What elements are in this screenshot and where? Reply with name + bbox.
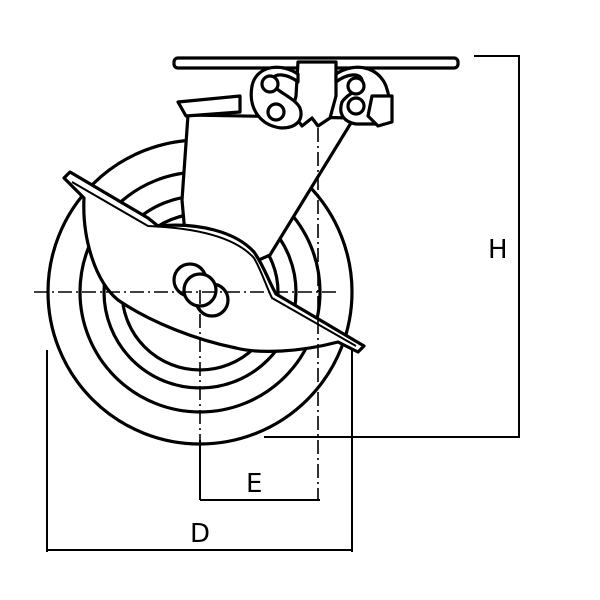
height-label: H bbox=[488, 235, 508, 265]
brake-lever-tab bbox=[366, 94, 394, 128]
dimension-diameter: D bbox=[46, 350, 353, 552]
swivel-bearing bbox=[249, 60, 394, 130]
offset-label: E bbox=[246, 469, 262, 499]
center-lines bbox=[34, 128, 338, 500]
ball-bearing-left-top bbox=[260, 74, 280, 94]
ball-bearing-right-bottom bbox=[346, 96, 366, 116]
brake-plate-fold bbox=[71, 181, 357, 347]
dimension-height: H bbox=[264, 55, 520, 438]
fork-upper-bracket bbox=[176, 94, 242, 118]
diameter-label: D bbox=[190, 519, 210, 549]
dimension-offset: E bbox=[199, 440, 320, 501]
ball-bearing-left-bottom bbox=[266, 102, 286, 122]
ball-bearing-right-top bbox=[346, 76, 366, 96]
